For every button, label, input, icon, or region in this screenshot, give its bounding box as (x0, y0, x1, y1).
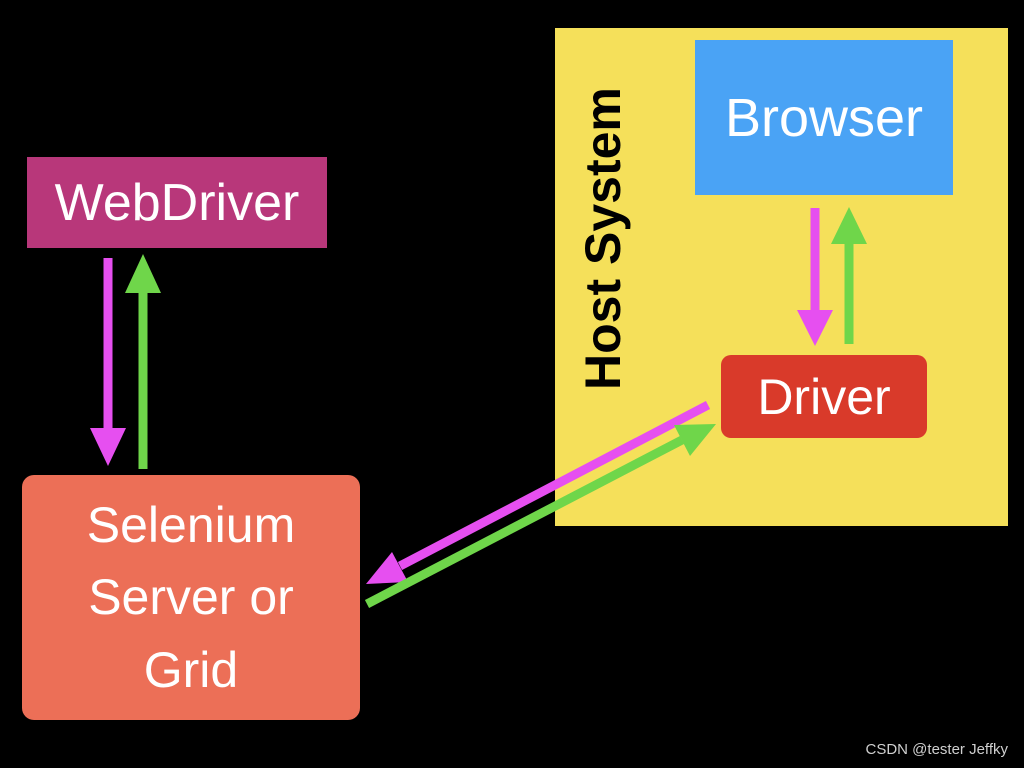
selenium-to-webdriver-arrow (125, 254, 161, 469)
selenium-server-box: Selenium Server or Grid (22, 475, 360, 720)
watermark: CSDN @tester Jeffky (865, 741, 1009, 758)
selenium-to-driver-arrow (364, 424, 716, 608)
webdriver-to-selenium-arrow (90, 258, 126, 466)
browser-to-driver-arrow (797, 208, 833, 346)
driver-box: Driver (721, 355, 927, 438)
driver-to-browser-arrow (831, 207, 867, 344)
driver-to-selenium-arrow (366, 401, 711, 584)
selenium-line-1: Selenium (86, 496, 296, 553)
selenium-line-2: Server or (88, 569, 294, 626)
browser-box: Browser (695, 40, 953, 195)
selenium-line-3: Grid (143, 641, 239, 698)
webdriver-box: WebDriver (27, 157, 327, 248)
